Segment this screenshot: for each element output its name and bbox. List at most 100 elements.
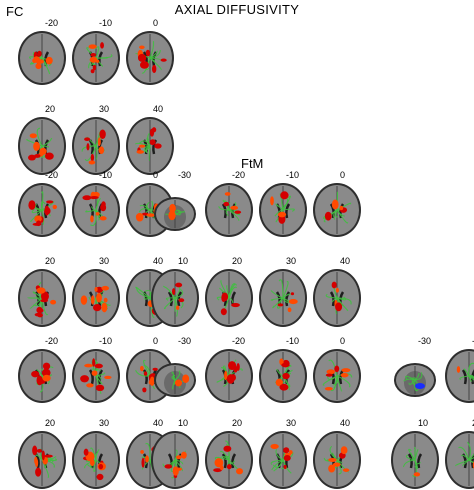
brain-p5-r1-c1-image xyxy=(445,349,474,403)
brain-p5-r1-c0 xyxy=(393,362,437,398)
brain-p4-r1-c1-image xyxy=(205,349,253,403)
brain-p0-r1-c2-image xyxy=(72,31,120,85)
brain-p4-r2-c1 xyxy=(204,430,254,490)
brain-p4-r2-c0-image xyxy=(151,431,199,489)
brain-p0-r1-c2 xyxy=(71,30,121,86)
brain-p2-r2-c2-image xyxy=(72,431,120,489)
brain-p2-r1-c2-image xyxy=(72,349,120,403)
brain-p2-r1-c1-image xyxy=(18,349,66,403)
slice-label-p0-r1-c1: -20 xyxy=(45,18,59,28)
brain-p2-r1-c1 xyxy=(17,348,67,404)
brain-p4-r2-c2 xyxy=(258,430,308,490)
brain-p3-r2-c3 xyxy=(312,268,362,328)
brain-p3-r2-c1-image xyxy=(205,269,253,327)
brain-p5-r2-c0 xyxy=(390,430,440,490)
figure-title: AXIAL DIFFUSIVITY xyxy=(174,2,300,17)
slice-label-p0-r2-c1: 20 xyxy=(45,104,56,114)
slice-label-p3-r1-c2: -10 xyxy=(286,170,300,180)
brain-p1-r1-c2-image xyxy=(72,183,120,237)
brain-p5-r1-c1 xyxy=(444,348,474,404)
brain-p5-r2-c0-image xyxy=(391,431,439,489)
panel-label-0: FC xyxy=(6,4,24,19)
slice-label-p2-r2-c1: 20 xyxy=(45,418,56,428)
slice-label-p0-r1-c2: -10 xyxy=(99,18,113,28)
slice-label-p2-r2-c2: 30 xyxy=(99,418,110,428)
slice-label-p2-r1-c3: 0 xyxy=(153,336,159,346)
brain-p0-r1-c1-image xyxy=(18,31,66,85)
brain-p0-r1-c1 xyxy=(17,30,67,86)
brain-p3-r1-c3-image xyxy=(313,183,361,237)
slice-label-p5-r1-c0: -30 xyxy=(418,336,432,346)
slice-label-p3-r1-c3: 0 xyxy=(340,170,346,180)
brain-p4-r2-c3-image xyxy=(313,431,361,489)
brain-p1-r2-c1-image xyxy=(18,269,66,327)
brain-p1-r1-c2 xyxy=(71,182,121,238)
brain-p0-r1-c3-image xyxy=(126,31,174,85)
slice-label-p5-r2-c1: 20 xyxy=(472,418,474,428)
slice-label-p2-r1-c2: -10 xyxy=(99,336,113,346)
brain-p4-r2-c2-image xyxy=(259,431,307,489)
slice-label-p1-r2-c1: 20 xyxy=(45,256,56,266)
brain-p4-r1-c1 xyxy=(204,348,254,404)
slice-label-p4-r2-c0: 10 xyxy=(178,418,189,428)
slice-label-p2-r2-c3: 40 xyxy=(153,418,164,428)
brain-p3-r1-c2 xyxy=(258,182,308,238)
brain-p0-r2-c3-image xyxy=(126,117,174,175)
brain-p3-r2-c1 xyxy=(204,268,254,328)
brain-p4-r2-c3 xyxy=(312,430,362,490)
brain-p0-r2-c2-image xyxy=(72,117,120,175)
brain-p0-r2-c2 xyxy=(71,116,121,176)
slice-label-p4-r2-c1: 20 xyxy=(232,418,243,428)
slice-label-p2-r1-c1: -20 xyxy=(45,336,59,346)
brain-p0-r2-c1 xyxy=(17,116,67,176)
brain-p1-r1-c1-image xyxy=(18,183,66,237)
brain-p4-r1-c3 xyxy=(312,348,362,404)
brain-p0-r1-c3 xyxy=(125,30,175,86)
brain-p3-r1-c2-image xyxy=(259,183,307,237)
slice-label-p4-r2-c3: 40 xyxy=(340,418,351,428)
brain-p3-r2-c3-image xyxy=(313,269,361,327)
brain-p3-r1-c0-image xyxy=(154,197,196,231)
slice-label-p0-r2-c3: 40 xyxy=(153,104,164,114)
slice-label-p4-r1-c1: -20 xyxy=(232,336,246,346)
slice-label-p3-r1-c0: -30 xyxy=(178,170,192,180)
brain-p4-r1-c0 xyxy=(153,362,197,398)
slice-label-p1-r2-c2: 30 xyxy=(99,256,110,266)
slice-label-p0-r1-c3: 0 xyxy=(153,18,159,28)
brain-p4-r1-c0-image xyxy=(154,363,196,397)
slice-label-p5-r1-c1: -20 xyxy=(472,336,474,346)
brain-p1-r2-c2 xyxy=(71,268,121,328)
brain-p4-r2-c1-image xyxy=(205,431,253,489)
brain-p0-r2-c3 xyxy=(125,116,175,176)
slice-label-p1-r1-c1: -20 xyxy=(45,170,59,180)
brain-p4-r1-c3-image xyxy=(313,349,361,403)
brain-p5-r2-c1 xyxy=(444,430,474,490)
brain-p1-r2-c1 xyxy=(17,268,67,328)
slice-label-p1-r1-c2: -10 xyxy=(99,170,113,180)
brain-p5-r1-c0-image xyxy=(394,363,436,397)
slice-label-p4-r2-c2: 30 xyxy=(286,418,297,428)
brain-p1-r1-c1 xyxy=(17,182,67,238)
brain-p1-r2-c2-image xyxy=(72,269,120,327)
brain-p4-r1-c2 xyxy=(258,348,308,404)
slice-label-p1-r1-c3: 0 xyxy=(153,170,159,180)
brain-p2-r1-c2 xyxy=(71,348,121,404)
slice-label-p3-r2-c1: 20 xyxy=(232,256,243,266)
brain-p4-r2-c0 xyxy=(150,430,200,490)
slice-label-p0-r2-c2: 30 xyxy=(99,104,110,114)
slice-label-p5-r2-c0: 10 xyxy=(418,418,429,428)
brain-p5-r2-c1-image xyxy=(445,431,474,489)
slice-label-p4-r1-c2: -10 xyxy=(286,336,300,346)
brain-p3-r2-c0-image xyxy=(151,269,199,327)
brain-p3-r2-c0 xyxy=(150,268,200,328)
slice-label-p4-r1-c3: 0 xyxy=(340,336,346,346)
brain-p4-r1-c2-image xyxy=(259,349,307,403)
brain-p3-r1-c1 xyxy=(204,182,254,238)
brain-p3-r1-c1-image xyxy=(205,183,253,237)
brain-p3-r2-c2 xyxy=(258,268,308,328)
panel-label-3: FtM xyxy=(241,156,264,171)
brain-p3-r1-c3 xyxy=(312,182,362,238)
slice-label-p3-r2-c2: 30 xyxy=(286,256,297,266)
slice-label-p4-r1-c0: -30 xyxy=(178,336,192,346)
brain-p2-r2-c1-image xyxy=(18,431,66,489)
